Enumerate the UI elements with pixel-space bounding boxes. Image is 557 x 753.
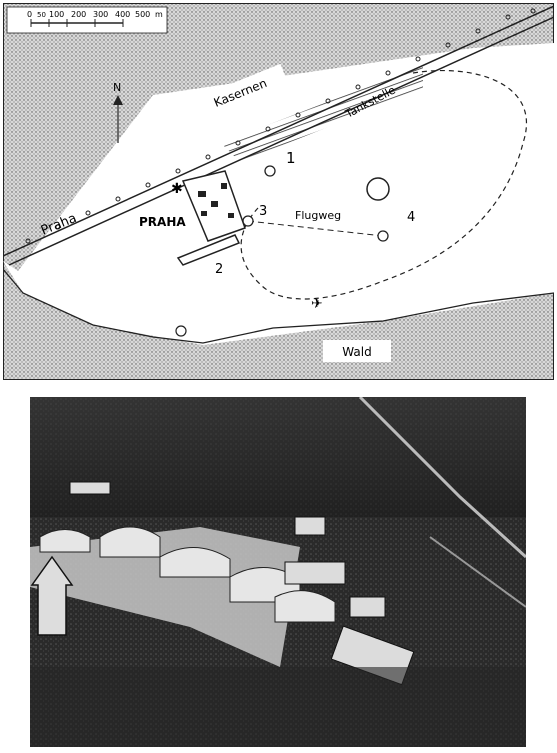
marker-4-circle bbox=[377, 230, 389, 242]
tree-row bbox=[25, 8, 536, 244]
marker-label-1: 1 bbox=[286, 149, 296, 167]
svg-text:400: 400 bbox=[115, 10, 130, 19]
svg-text:0: 0 bbox=[27, 10, 32, 19]
aerial-photo bbox=[30, 395, 528, 747]
svg-text:50: 50 bbox=[37, 11, 46, 19]
marker-1-circle bbox=[264, 165, 276, 177]
kasernen-box bbox=[192, 63, 289, 120]
marker-label-2: 2 bbox=[215, 262, 223, 277]
aircraft-icon: ✈ bbox=[311, 296, 323, 312]
svg-text:N: N bbox=[113, 81, 121, 94]
aerial-photo-image bbox=[30, 395, 528, 747]
road-praha-edge bbox=[8, 16, 555, 266]
scale-bar: 0 50 100 200 300 400 500 m bbox=[6, 6, 168, 34]
hatched-zone bbox=[221, 65, 423, 163]
airfield-map: Kasernen Tankstelle Praha PRAHA ✱ 1 2 3 … bbox=[2, 2, 555, 381]
svg-text:500: 500 bbox=[135, 10, 150, 19]
airfield-perimeter bbox=[240, 70, 528, 300]
flight-path bbox=[247, 220, 384, 237]
svg-text:300: 300 bbox=[93, 10, 108, 19]
circle-symbol bbox=[175, 325, 187, 337]
hangars bbox=[39, 526, 336, 623]
apron bbox=[30, 527, 300, 667]
road-praha bbox=[2, 5, 555, 257]
town-buildings bbox=[176, 170, 246, 266]
map-panel: Kasernen Tankstelle Praha PRAHA ✱ 1 2 3 … bbox=[2, 2, 555, 381]
marker-label-4: 4 bbox=[407, 210, 415, 225]
label-wald: Wald bbox=[342, 345, 371, 359]
wald-box bbox=[323, 340, 391, 362]
forest-boundary bbox=[2, 268, 555, 344]
star-icon: ✱ bbox=[171, 181, 183, 197]
label-praha-town: PRAHA bbox=[139, 215, 186, 229]
north-arrow: N bbox=[113, 81, 123, 143]
svg-text:100: 100 bbox=[49, 10, 64, 19]
label-flugweg: Flugweg bbox=[295, 209, 341, 222]
airfield-area bbox=[3, 43, 554, 345]
marker-label-3: 3 bbox=[259, 204, 267, 219]
large-circle-marker bbox=[366, 177, 390, 201]
svg-text:200: 200 bbox=[71, 10, 86, 19]
up-arrow-icon bbox=[30, 555, 74, 636]
svg-text:m: m bbox=[155, 10, 163, 19]
marker-3-circle bbox=[242, 215, 254, 227]
